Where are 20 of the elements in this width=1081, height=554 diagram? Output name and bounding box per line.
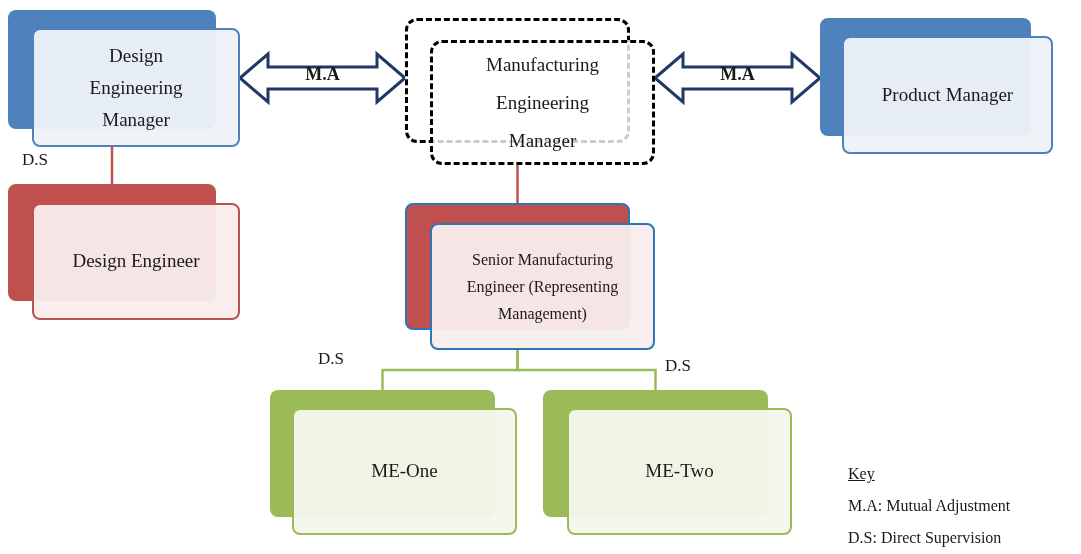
edge-label: M.A <box>304 64 341 84</box>
key-entry: D.S: Direct Supervision <box>848 528 1003 549</box>
double-block-arrow <box>237 50 408 106</box>
role-title: Manufacturing Engineering Manager <box>485 52 600 153</box>
key-entry: M.A: Mutual Adjustment <box>848 496 1011 517</box>
edge-label: D.S <box>665 356 691 376</box>
role-title: Design Engineering Manager <box>88 43 184 132</box>
double-block-arrow <box>652 50 823 106</box>
edge-label: D.S <box>318 349 344 369</box>
connector-line <box>110 147 114 184</box>
edge-label: M.A <box>719 64 756 84</box>
role-title: Design Engineer <box>72 249 200 274</box>
role-title: Senior Manufacturing Engineer (Representing Management) <box>465 250 620 325</box>
connector-line <box>516 165 519 203</box>
edge-label: D.S <box>22 150 48 170</box>
role-title: ME-Two <box>645 459 714 484</box>
connector-line <box>516 350 657 390</box>
role-title: Product Manager <box>881 83 1014 107</box>
key-heading: Key <box>848 464 876 485</box>
role-title: ME-One <box>371 459 438 484</box>
